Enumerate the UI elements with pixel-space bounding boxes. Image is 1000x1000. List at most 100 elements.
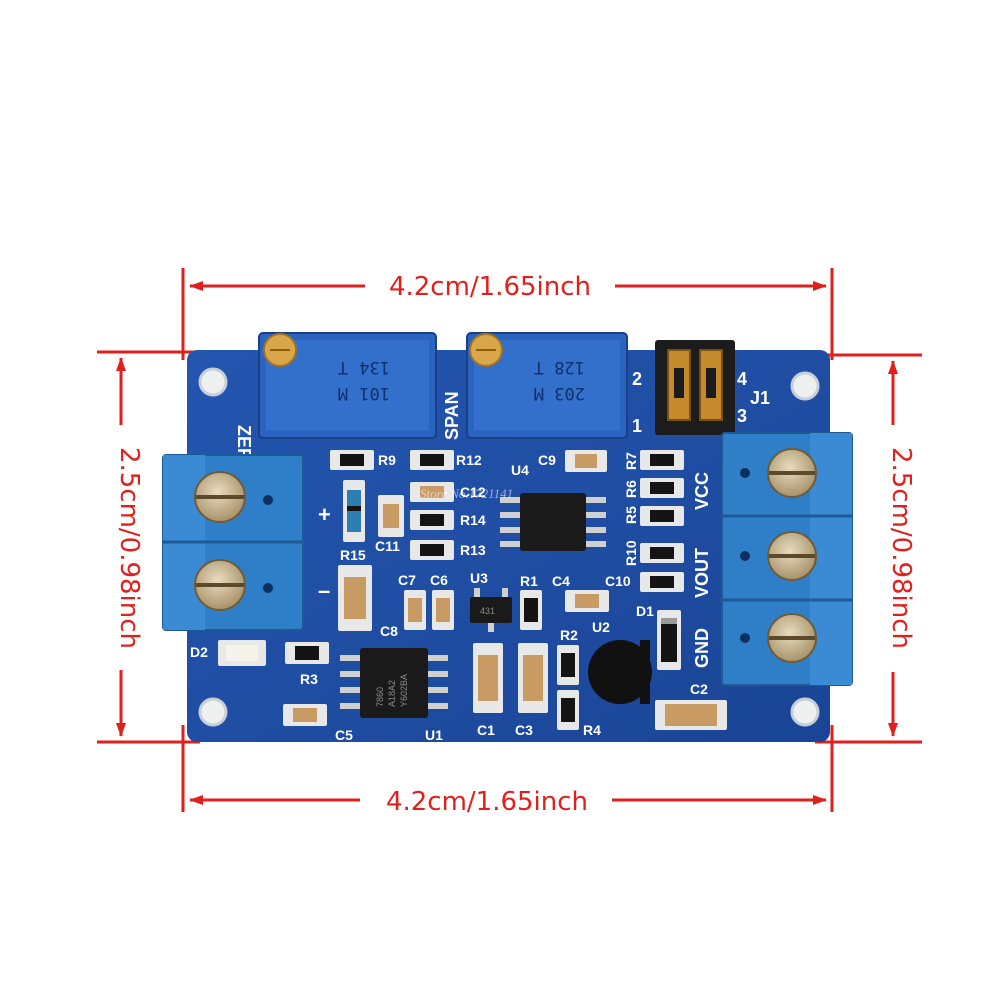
potentiometer-zero[interactable]: 101 M 134 T	[258, 332, 437, 439]
label-c4: C4	[552, 573, 570, 589]
label-r14: R14	[460, 512, 486, 528]
capacitor-c7	[404, 590, 426, 630]
resistor-r7	[640, 450, 684, 470]
potentiometer-span[interactable]: 203 M 128 T	[466, 332, 628, 439]
resistor-r2	[557, 645, 579, 685]
mounting-hole	[198, 367, 228, 397]
input-minus-label: –	[318, 578, 330, 603]
mounting-hole	[790, 371, 820, 401]
top-width-label: 4.2cm/1.65inch	[389, 272, 591, 302]
label-c11: C11	[375, 538, 400, 554]
bottom-width-label: 4.2cm/1.65inch	[386, 787, 588, 817]
capacitor-c12	[410, 482, 454, 502]
label-r5: R5	[623, 506, 639, 524]
label-u2: U2	[592, 619, 610, 635]
left-height-label: 2.5cm/0.98inch	[114, 447, 144, 649]
label-u3: U3	[470, 570, 488, 586]
label-d1: D1	[636, 603, 654, 619]
label-r2: R2	[560, 627, 578, 643]
capacitor-c8	[338, 565, 372, 631]
label-d2: D2	[190, 644, 208, 660]
label-u1: U1	[425, 727, 443, 743]
label-r7: R7	[623, 452, 639, 470]
pot-span-suffix: M	[534, 383, 544, 403]
label-r15: R15	[340, 547, 366, 563]
ic-u1: 7860 A18A2 Y602BA	[340, 648, 448, 718]
dimension-bottom: 4.2cm/1.65inch	[181, 725, 834, 817]
label-c7: C7	[398, 572, 416, 588]
right-height-label: 2.5cm/0.98inch	[886, 447, 916, 649]
span-label: SPAN	[442, 391, 462, 440]
capacitor-c4	[565, 590, 609, 612]
resistor-r10	[640, 543, 684, 563]
label-c12: C12	[460, 484, 486, 500]
jumper-label: J1	[750, 388, 770, 408]
label-c6: C6	[430, 572, 448, 588]
label-u4: U4	[511, 462, 529, 478]
capacitor-c2	[655, 700, 727, 730]
smd-resistors	[285, 450, 684, 730]
dimension-left: 2.5cm/0.98inch	[97, 350, 200, 744]
label-r12: R12	[456, 452, 482, 468]
resistor-r3	[285, 642, 329, 664]
ic-u3: 431	[470, 588, 512, 632]
label-c1: C1	[477, 722, 495, 738]
label-c3: C3	[515, 722, 533, 738]
pot-zero-mark: T	[338, 357, 348, 377]
dimension-top: 4.2cm/1.65inch	[181, 268, 834, 360]
gnd-label: GND	[692, 628, 712, 668]
dimension-right: 2.5cm/0.98inch	[815, 353, 922, 744]
chip-marking-line2: A18A2	[387, 680, 397, 707]
jumper-pin1-label: 1	[632, 416, 642, 436]
capacitor-c1	[473, 643, 503, 713]
label-r6: R6	[623, 480, 639, 498]
label-c5: C5	[335, 727, 353, 743]
label-c8: C8	[380, 623, 398, 639]
resistor-r15	[343, 480, 365, 542]
u3-marking: 431	[480, 606, 495, 616]
capacitor-c3	[518, 643, 548, 713]
ic-u4	[500, 493, 606, 551]
resistor-r1	[520, 590, 542, 630]
chip-marking-line3: Y602BA	[399, 674, 409, 707]
label-r3: R3	[300, 671, 318, 687]
label-c9: C9	[538, 452, 556, 468]
pot-span-code: 203	[554, 383, 585, 403]
vout-label: VOUT	[692, 548, 712, 598]
diode-d2	[218, 640, 266, 666]
resistor-r4	[557, 690, 579, 730]
transistor-u2	[588, 640, 652, 704]
pot-zero-suffix: M	[338, 383, 348, 403]
silkscreen-labels: R9 R12 U4 C9 C12 R14 R13 C11 R15 C7 C6 U…	[190, 452, 708, 743]
capacitor-c6	[432, 590, 454, 630]
pot-zero-line2: 134	[359, 357, 390, 377]
capacitor-c5	[283, 704, 327, 726]
mounting-hole	[198, 697, 228, 727]
label-r13: R13	[460, 542, 486, 558]
jumper-pin2-label: 2	[632, 369, 642, 389]
watermark: Store No.1721141	[420, 486, 513, 501]
label-c10: C10	[605, 573, 631, 589]
smd-capacitors	[283, 450, 727, 730]
jumper-pin4-label: 4	[737, 369, 747, 389]
capacitor-c11	[378, 495, 404, 537]
pot-span-line2: 128	[554, 357, 585, 377]
diode-d1	[657, 610, 681, 670]
input-terminal-block[interactable]	[162, 454, 304, 631]
pot-zero-code: 101	[359, 383, 390, 403]
label-r4: R4	[583, 722, 601, 738]
resistor-r14	[410, 510, 454, 530]
mounting-hole	[790, 697, 820, 727]
output-terminal-block[interactable]	[721, 432, 853, 686]
label-c2: C2	[690, 681, 708, 697]
resistor-r9	[330, 450, 374, 470]
jumper-j1[interactable]	[655, 340, 735, 435]
label-r10: R10	[623, 540, 639, 566]
input-plus-label: +	[318, 502, 331, 527]
resistor-r12	[410, 450, 454, 470]
vcc-label: VCC	[692, 472, 712, 510]
resistor-r5	[640, 506, 684, 526]
resistor-r13	[410, 540, 454, 560]
capacitor-c9	[565, 450, 607, 472]
